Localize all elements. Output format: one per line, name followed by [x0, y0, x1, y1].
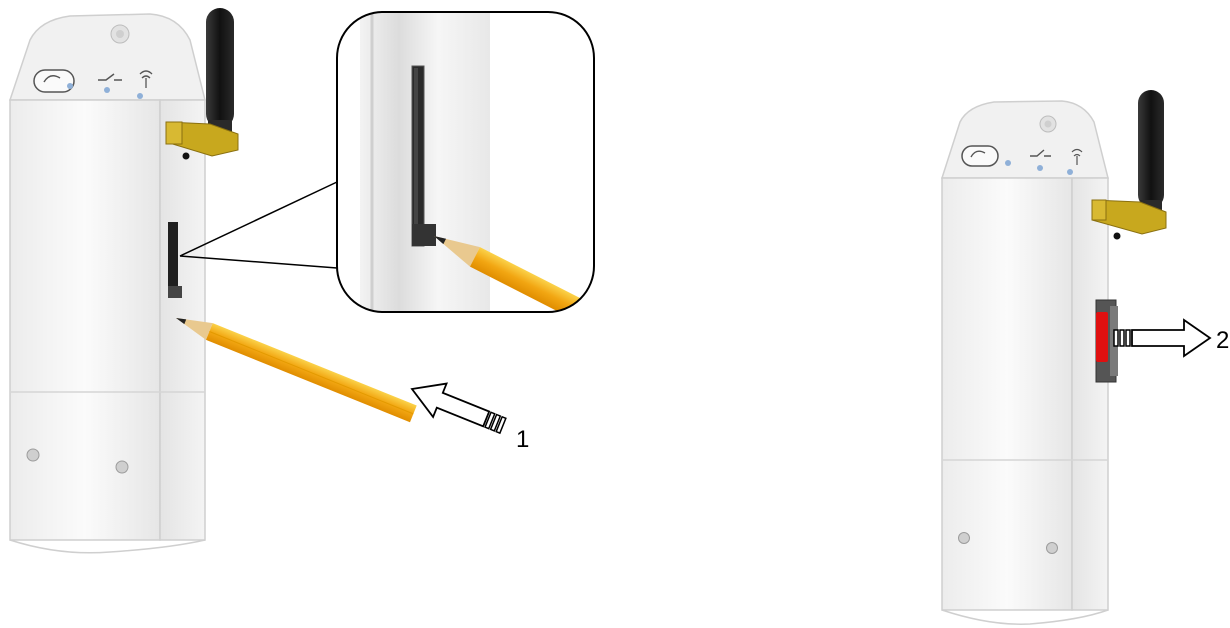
screw-icon — [115, 460, 129, 474]
antenna-icon — [165, 8, 239, 160]
mode-icon — [33, 69, 75, 93]
signal-icon — [137, 70, 153, 99]
switch-icon — [98, 73, 122, 93]
arrow-icon — [1113, 318, 1212, 358]
screw-icon — [958, 532, 970, 544]
screw-icon — [26, 448, 40, 462]
device-right: 2 — [940, 90, 1229, 625]
step-2-label: 2 — [1216, 327, 1229, 354]
device-left: 1 — [8, 8, 529, 554]
switch-icon — [1030, 149, 1051, 171]
card-slot — [168, 222, 182, 298]
pencil-icon — [176, 318, 417, 423]
screw-icon — [1046, 542, 1058, 554]
step-1-label: 1 — [516, 426, 529, 453]
mode-icon — [961, 145, 1011, 167]
antenna-icon — [1091, 90, 1167, 240]
signal-icon — [1067, 148, 1083, 175]
zoom-callout — [179, 11, 595, 313]
arrow-icon — [410, 382, 507, 435]
